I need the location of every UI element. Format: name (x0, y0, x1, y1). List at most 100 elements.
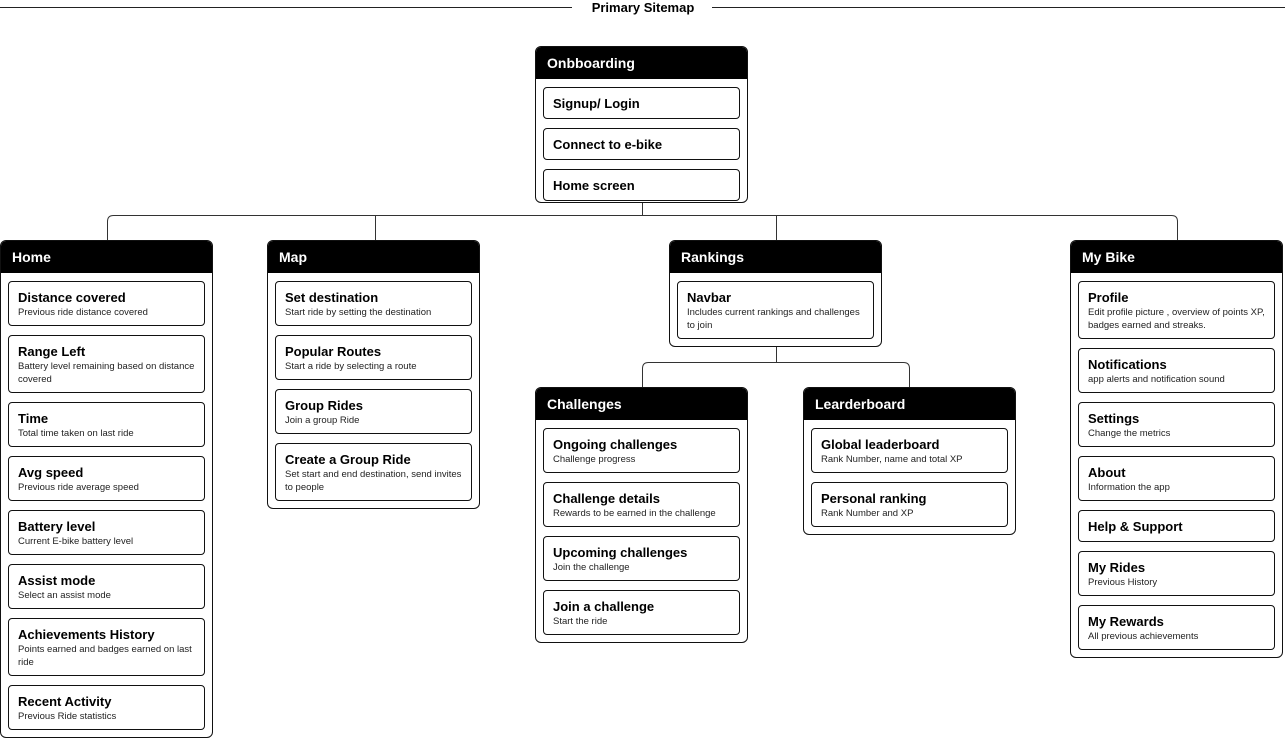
node-title: Navbar (687, 290, 732, 305)
node-description: Rank Number, name and total XP (821, 454, 963, 465)
node-title: Achievements History (18, 627, 155, 642)
node-description: Previous ride distance covered (18, 307, 148, 318)
node-description: Select an assist mode (18, 590, 111, 601)
node-description: Join the challenge (553, 562, 630, 573)
panel-header-challenges: Challenges (536, 388, 747, 420)
node-title: Challenge details (553, 491, 660, 506)
node-title: Connect to e-bike (553, 137, 663, 152)
node-title: Upcoming challenges (553, 545, 688, 560)
node-description: Includes current rankings and challenges… (687, 307, 860, 331)
node-description: app alerts and notification sound (1088, 374, 1225, 385)
node-description: Set start and end destination, send invi… (285, 469, 462, 493)
node-description: Points earned and badges earned on last … (18, 644, 192, 668)
node-description: Information the app (1088, 482, 1170, 493)
panel-header-map: Map (268, 241, 479, 273)
node-description: Start the ride (553, 616, 608, 627)
panel-header-rankings: Rankings (670, 241, 881, 273)
title-divider-left (0, 7, 572, 8)
node-description: Start a ride by selecting a route (285, 361, 417, 372)
title-divider-right (712, 7, 1285, 8)
panel-header-mybike: My Bike (1071, 241, 1282, 273)
node-title: Battery level (18, 519, 96, 534)
node-title: Join a challenge (553, 599, 655, 614)
node-description: Rewards to be earned in the challenge (553, 508, 716, 519)
node-description: Start ride by setting the destination (285, 307, 432, 318)
page-node-signup-login[interactable]: Signup/ Login (543, 87, 740, 119)
node-title: Help & Support (1088, 519, 1183, 534)
page-node-help-support[interactable]: Help & Support (1078, 510, 1275, 542)
connector-rankings-branch (642, 362, 910, 387)
node-title: Ongoing challenges (553, 437, 678, 452)
node-title: My Rides (1088, 560, 1146, 575)
node-title: Settings (1088, 411, 1140, 426)
node-description: All previous achievements (1088, 631, 1199, 642)
node-title: Popular Routes (285, 344, 382, 359)
node-title: Range Left (18, 344, 86, 359)
node-title: Distance covered (18, 290, 126, 305)
node-title: Assist mode (18, 573, 96, 588)
page-node-connect-to-e-bike[interactable]: Connect to e-bike (543, 128, 740, 160)
node-title: Create a Group Ride (285, 452, 411, 467)
node-description: Current E-bike battery level (18, 536, 134, 547)
page-node-home-screen[interactable]: Home screen (543, 169, 740, 201)
connector-main-branch (107, 215, 1178, 240)
node-title: Global leaderboard (821, 437, 940, 452)
node-description: Rank Number and XP (821, 508, 914, 519)
node-description: Battery level remaining based on distanc… (18, 361, 195, 385)
panel-header-home: Home (1, 241, 212, 273)
node-title: Notifications (1088, 357, 1167, 372)
node-title: About (1088, 465, 1126, 480)
node-description: Edit profile picture , overview of point… (1088, 307, 1265, 331)
node-description: Total time taken on last ride (18, 428, 134, 439)
node-title: Recent Activity (18, 694, 112, 709)
node-title: Time (18, 411, 49, 426)
node-title: My Rewards (1088, 614, 1164, 629)
panel-header-onboarding: Onbboarding (536, 47, 747, 79)
node-description: Previous ride average speed (18, 482, 139, 493)
page-title: Primary Sitemap (591, 0, 695, 15)
node-description: Previous Ride statistics (18, 711, 117, 722)
node-title: Group Rides (285, 398, 364, 413)
node-title: Set destination (285, 290, 379, 305)
node-description: Join a group Ride (285, 415, 360, 426)
node-description: Previous History (1088, 577, 1158, 588)
page-node-notifications[interactable]: Notifications app alerts and notification… (1078, 348, 1275, 393)
